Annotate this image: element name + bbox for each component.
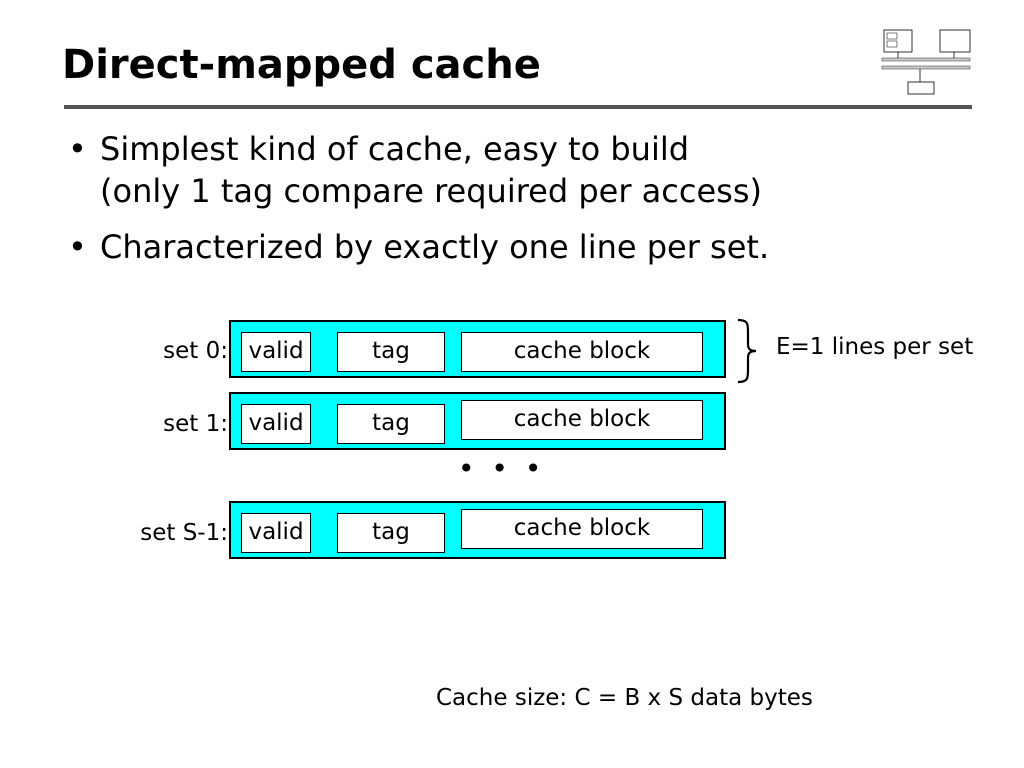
title-divider [64,105,972,109]
bullet-dot: • [68,228,87,266]
set-label: set 1: [163,411,228,437]
ellipsis: • • • [458,452,546,485]
tag-cell: tag [337,404,445,444]
bullet-text-continued: (only 1 tag compare required per access) [100,172,762,210]
valid-bit-cell: valid [241,513,311,553]
tag-cell: tag [337,513,445,553]
bullet-text: Simplest kind of cache, easy to build [100,130,690,168]
valid-bit-cell: valid [241,332,311,372]
tag-cell: tag [337,332,445,372]
bullet-item: • Characterized by exactly one line per … [68,226,968,268]
bullet-dot: • [68,130,87,168]
cache-block-cell: cache block [461,400,703,440]
bullet-list: • Simplest kind of cache, easy to build … [68,128,968,282]
lines-per-set-label: E=1 lines per set [776,334,974,360]
cache-set-row: valid tag cache block [229,320,726,378]
cache-block-cell: cache block [461,509,703,549]
cache-set-row: valid tag cache block [229,501,726,559]
set-label: set S-1: [140,520,228,546]
slide-title: Direct-mapped cache [62,42,541,88]
cache-size-formula: Cache size: C = B x S data bytes [436,685,813,711]
bullet-text: Characterized by exactly one line per se… [100,228,770,266]
set-label: set 0: [163,338,228,364]
right-brace-icon [737,318,757,384]
valid-bit-cell: valid [241,404,311,444]
bullet-item: • Simplest kind of cache, easy to build … [68,128,968,212]
cache-block-cell: cache block [461,332,703,372]
cache-set-row: valid tag cache block [229,392,726,450]
system-diagram-icon [881,29,971,95]
